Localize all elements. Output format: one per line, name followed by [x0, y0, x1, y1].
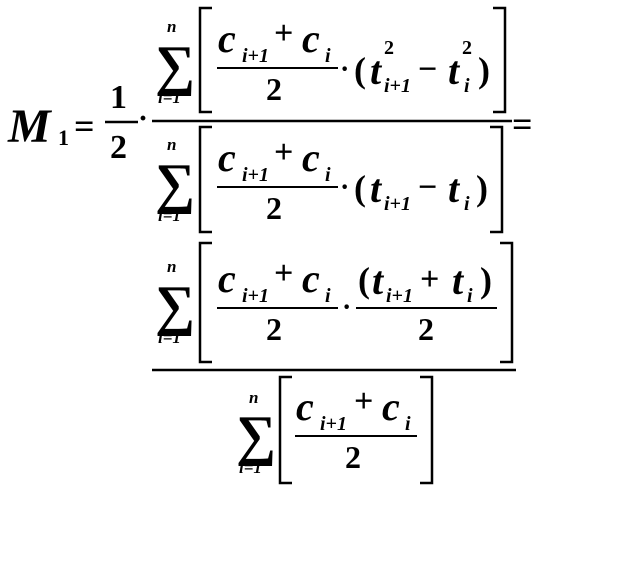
half-denominator: 2 [110, 129, 127, 166]
sub-i-plus-1: i+1 [242, 45, 269, 67]
exponent-2: 2 [384, 37, 394, 59]
denominator-two: 2 [266, 190, 282, 226]
dot-operator: · [340, 172, 349, 203]
plus-sign: + [420, 261, 439, 298]
plus-sign: + [354, 383, 373, 420]
denominator-two: 2 [266, 311, 282, 347]
t-symbol: t [448, 166, 461, 211]
t-symbol: t [370, 48, 383, 93]
plus-sign: + [274, 255, 293, 292]
dot-operator: · [342, 292, 351, 323]
sub-i-plus-1: i+1 [384, 193, 411, 215]
t-symbol: t [452, 258, 465, 303]
c-symbol: c [218, 256, 236, 301]
sum-lower: i=1 [158, 328, 181, 347]
sum-upper: n [167, 257, 176, 276]
sub-i: i [325, 164, 331, 186]
sum-lower: i=1 [239, 458, 262, 477]
lhs-subscript: 1 [58, 125, 69, 150]
denominator-two: 2 [266, 71, 282, 107]
sum-symbol: ∑ [236, 405, 276, 467]
sub-i-plus-1: i+1 [386, 285, 413, 307]
t-symbol: t [448, 48, 461, 93]
right-bracket [420, 375, 434, 485]
sub-i: i [325, 285, 331, 307]
plus-sign: + [274, 134, 293, 171]
denominator-two: 2 [345, 439, 361, 475]
t-symbol: t [372, 258, 385, 303]
right-paren: ) [476, 168, 488, 208]
sub-i: i [405, 413, 411, 435]
right-bracket [493, 6, 507, 114]
c-symbol: c [218, 16, 236, 61]
sum-upper: n [249, 388, 258, 407]
sub-i-plus-1: i+1 [320, 413, 347, 435]
top-denominator: n ∑ i=1 c i+1 + c i 2 · ( t i+1 − t i ) [155, 125, 504, 234]
sub-i: i [464, 75, 470, 97]
c-symbol: c [382, 384, 400, 429]
right-bracket [500, 241, 514, 364]
second-denominator: n ∑ i=1 c i+1 + c i 2 [236, 375, 434, 485]
left-paren: ( [358, 260, 370, 300]
left-bracket [278, 375, 292, 485]
right-paren: ) [478, 50, 490, 90]
sum-upper: n [167, 17, 176, 36]
c-symbol: c [296, 384, 314, 429]
exponent-2: 2 [462, 37, 472, 59]
sub-i: i [325, 45, 331, 67]
denominator-two: 2 [418, 311, 434, 347]
plus-sign: + [274, 15, 293, 52]
sub-i-plus-1: i+1 [384, 75, 411, 97]
lhs-symbol: M [7, 100, 53, 153]
left-paren: ( [354, 168, 366, 208]
right-bracket [490, 125, 504, 234]
left-paren: ( [354, 50, 366, 90]
left-bracket [198, 125, 212, 234]
top-numerator: n ∑ i=1 c i+1 + c i 2 · ( t 2 i+1 − t 2 … [155, 6, 507, 114]
sub-i: i [464, 193, 470, 215]
sum-symbol: ∑ [155, 153, 195, 215]
minus-sign: − [418, 51, 437, 88]
sum-symbol: ∑ [155, 275, 195, 337]
sub-i-plus-1: i+1 [242, 164, 269, 186]
sub-i-plus-1: i+1 [242, 285, 269, 307]
c-symbol: c [302, 16, 320, 61]
sub-i: i [467, 285, 473, 307]
sum-lower: i=1 [158, 206, 181, 225]
half-numerator: 1 [110, 79, 127, 116]
right-paren: ) [480, 260, 492, 300]
equals-sign: = [512, 104, 533, 144]
minus-sign: − [418, 169, 437, 206]
dot-operator: · [138, 102, 148, 135]
equals-sign: = [74, 106, 95, 146]
c-symbol: c [302, 135, 320, 180]
dot-operator: · [340, 54, 349, 85]
sum-upper: n [167, 135, 176, 154]
second-numerator: n ∑ i=1 c i+1 + c i 2 · ( t i+1 + t i ) … [155, 241, 514, 364]
c-symbol: c [302, 256, 320, 301]
sum-lower: i=1 [158, 88, 181, 107]
left-bracket [198, 6, 212, 114]
left-bracket [198, 241, 212, 364]
t-symbol: t [370, 166, 383, 211]
sum-symbol: ∑ [155, 35, 195, 97]
c-symbol: c [218, 135, 236, 180]
